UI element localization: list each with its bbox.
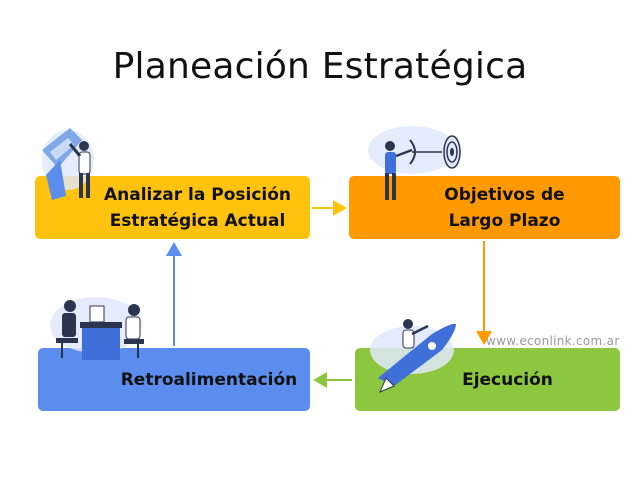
node-retroalimentacion-label: Retroalimentación: [120, 369, 298, 390]
diagram-title: Planeación Estratégica: [112, 46, 528, 87]
node-analizar-label: Analizar la Posición Estratégica Actual: [103, 184, 292, 231]
person-on-rocket-icon: [370, 319, 456, 393]
watermark: www.econlink.com.ar: [486, 334, 620, 348]
meeting-table-icon: [50, 297, 144, 360]
node-objetivos-label: Objetivos de Largo Plazo: [444, 184, 565, 231]
node-objetivos: Objetivos de Largo Plazo: [349, 176, 620, 239]
node-ejecucion-label: Ejecución: [462, 369, 553, 390]
person-with-chart-icon: [42, 128, 94, 200]
node-analizar: Analizar la Posición Estratégica Actual: [35, 176, 310, 239]
archer-target-icon: [368, 126, 461, 200]
